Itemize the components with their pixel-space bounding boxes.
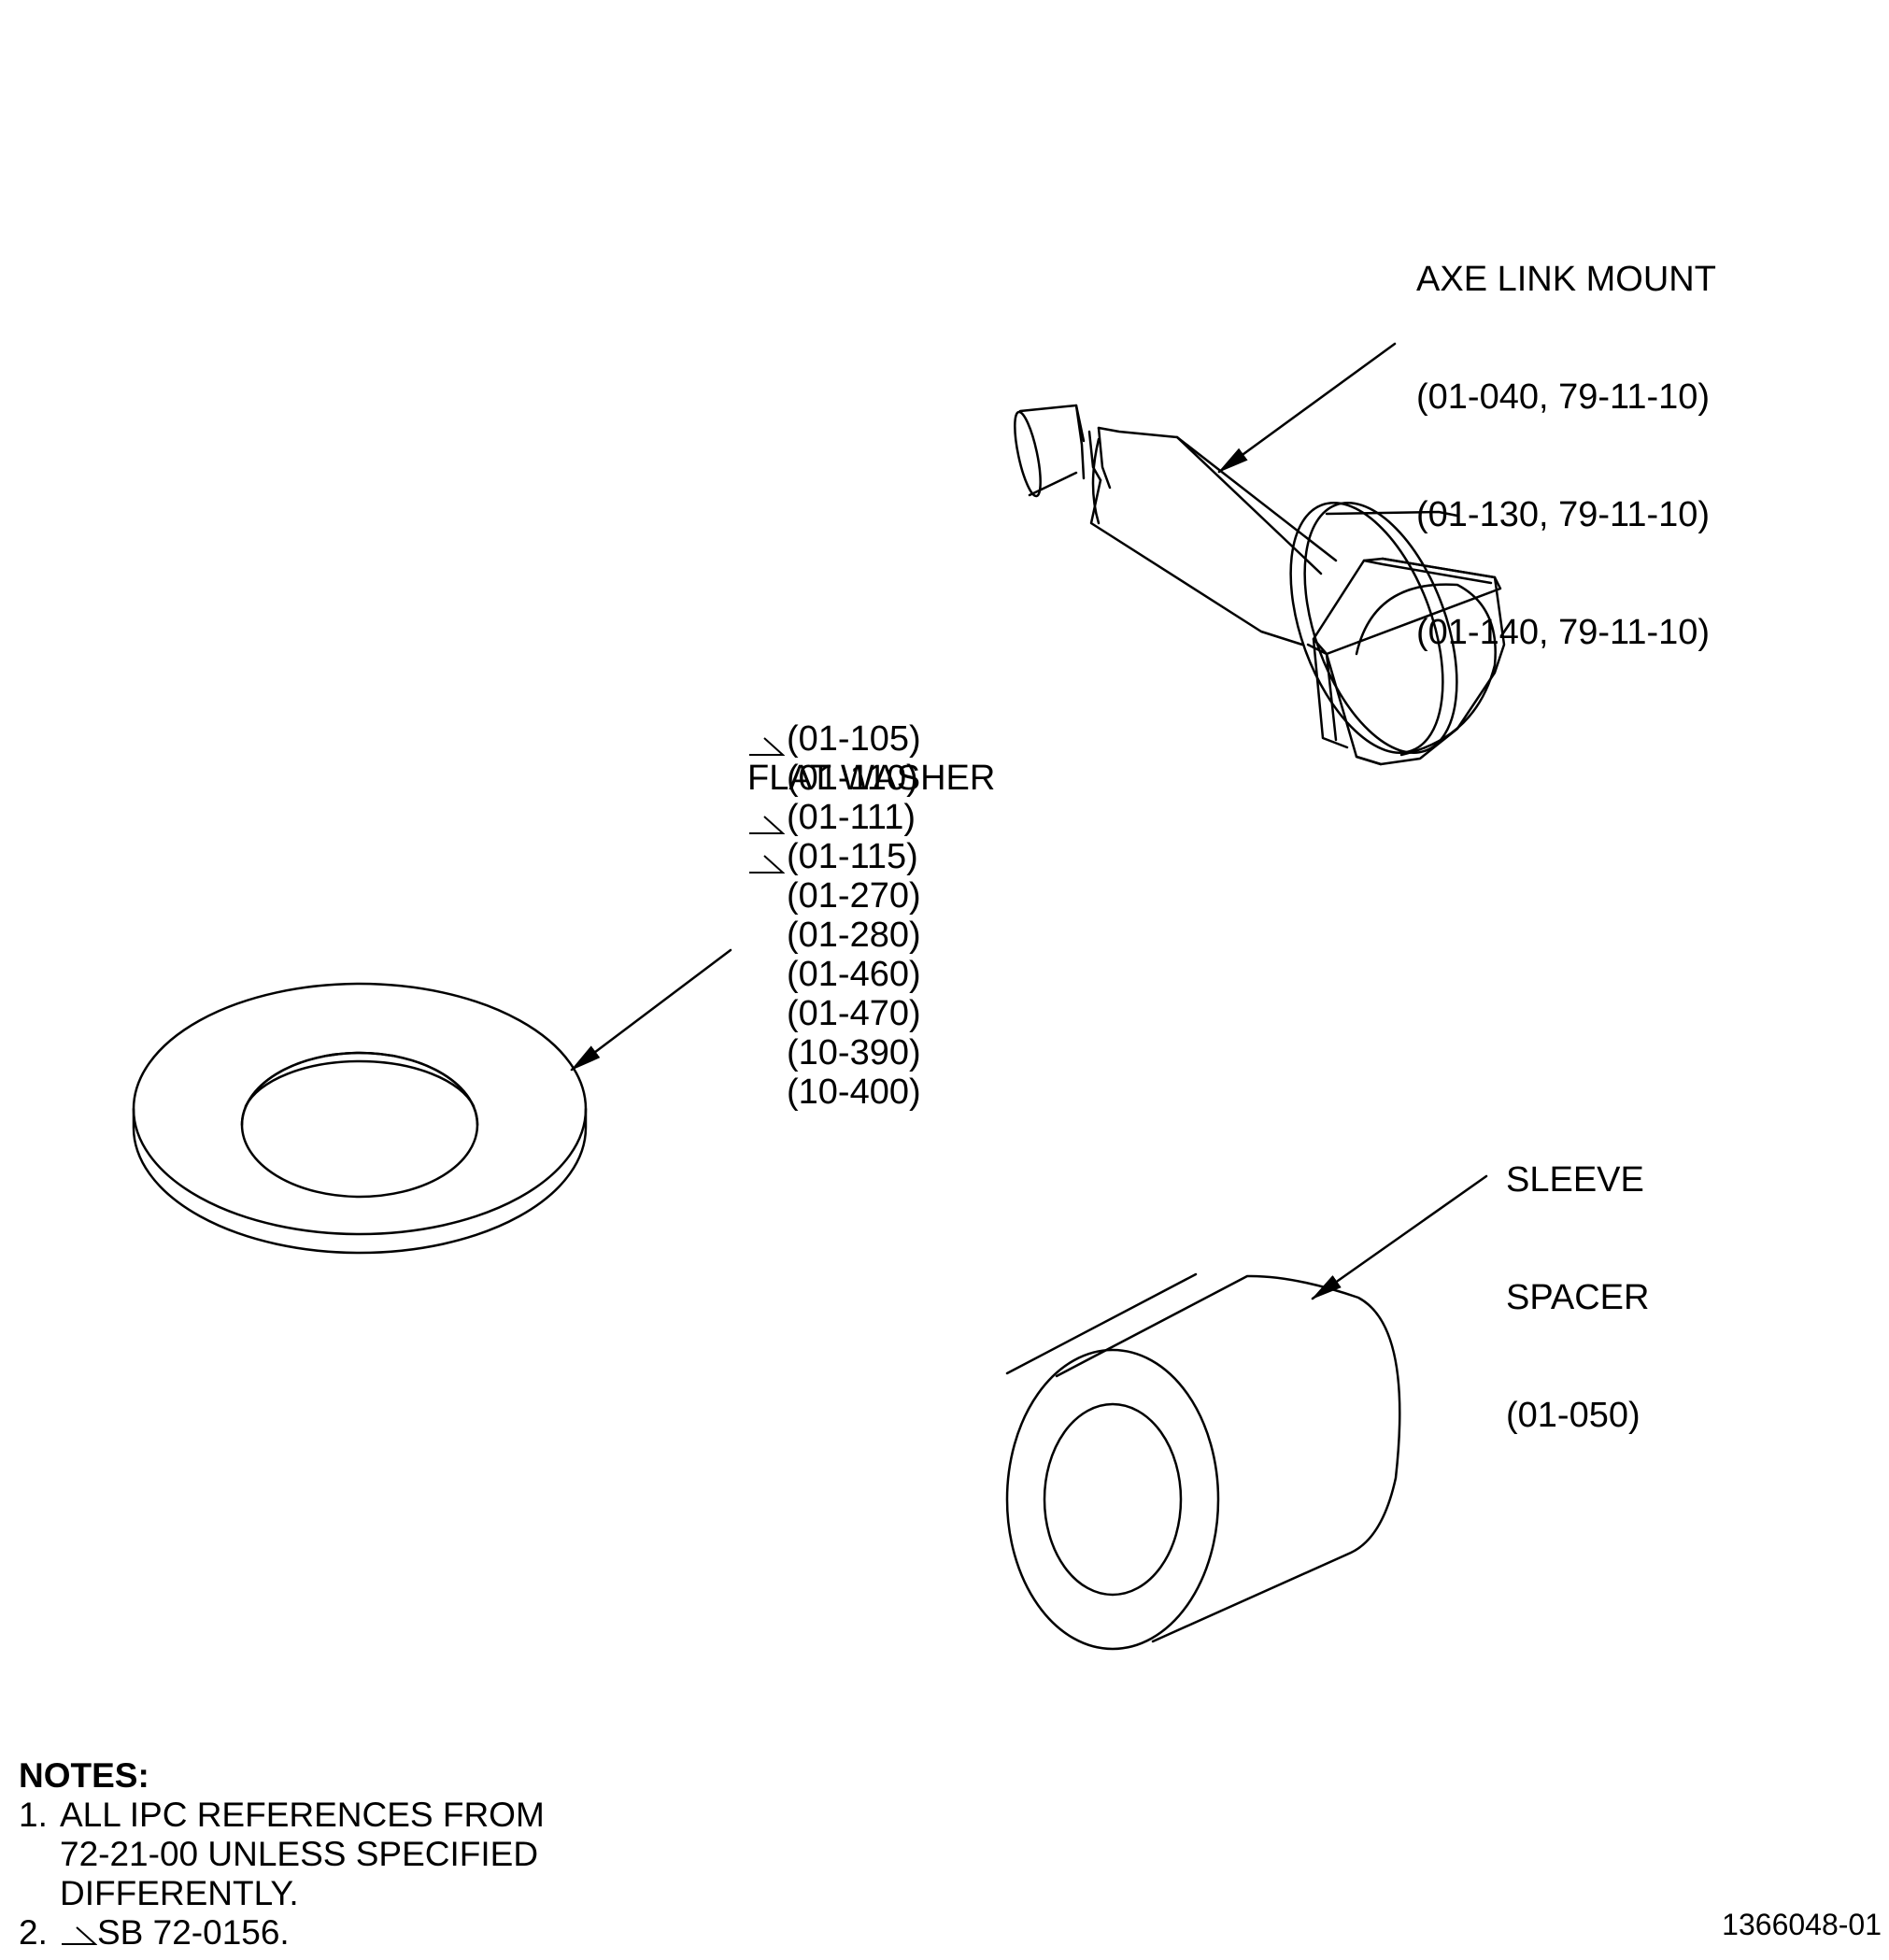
part-ref: (01-040, 79-11-10)	[1416, 377, 1711, 417]
notes-block: NOTES: 1. ALL IPC REFERENCES FROM 72-21-…	[19, 1756, 545, 1953]
flat-washer-refs: (01-105)(01-110)(01-111)(01-115)(01-270)…	[747, 719, 921, 1112]
part-ref-text: (10-400)	[787, 1072, 921, 1112]
part-ref: (01-105)	[747, 719, 921, 759]
revision-flag-icon	[749, 855, 785, 873]
part-ref-text: (01-110)	[787, 759, 918, 798]
note-1: 1. ALL IPC REFERENCES FROM 72-21-00 UNLE…	[19, 1796, 545, 1913]
revision-flag-icon	[62, 1926, 97, 1945]
flat-washer-leader	[570, 948, 732, 1072]
flat-washer-drawing	[132, 982, 588, 1255]
part-name: SPACER	[1506, 1278, 1650, 1317]
part-ref: (01-115)	[747, 837, 921, 876]
part-ref-text: (01-105)	[787, 719, 921, 759]
part-ref-text: (01-270)	[787, 876, 921, 916]
drawing-number: 1366048-01	[1722, 1908, 1882, 1941]
part-name: AXE LINK MOUNT	[1416, 260, 1716, 299]
part-ref: (01-130, 79-11-10)	[1416, 495, 1711, 534]
sleeve-spacer-label: SLEEVE SPACER (01-050)	[1506, 1082, 1649, 1474]
axe-link-mount-drawing	[1014, 404, 1506, 766]
part-name: SLEEVE	[1506, 1160, 1644, 1200]
sleeve-spacer-leader	[1311, 1174, 1488, 1300]
note-number: 1.	[19, 1796, 48, 1834]
part-ref-text: (01-470)	[787, 994, 921, 1033]
note-2: 2. SB 72-0156.	[19, 1913, 545, 1953]
part-ref: (10-400)	[747, 1072, 921, 1112]
part-ref-text: (01-280)	[787, 916, 921, 955]
part-ref: (01-140, 79-11-10)	[1416, 613, 1711, 652]
note-text: ALL IPC REFERENCES FROM 72-21-00 UNLESS …	[60, 1796, 545, 1912]
part-ref: (01-470)	[747, 994, 921, 1033]
revision-flag-icon	[749, 816, 785, 834]
part-ref: (01-050)	[1506, 1396, 1640, 1435]
revision-flag-icon	[749, 737, 785, 756]
sleeve-spacer-drawing	[1005, 1272, 1401, 1651]
flat-washer-label: FLAT WASHER	[747, 680, 995, 837]
part-ref-text: (10-390)	[787, 1033, 921, 1072]
part-ref: (01-270)	[747, 876, 921, 916]
part-ref-text: (01-460)	[787, 955, 921, 994]
part-ref: (01-111)	[747, 798, 921, 837]
part-ref: (10-390)	[747, 1033, 921, 1072]
axe-link-mount-label: AXE LINK MOUNT (01-040, 79-11-10) (01-13…	[1416, 181, 1716, 691]
note-text: SB 72-0156.	[97, 1913, 290, 1952]
note-number: 2.	[19, 1913, 48, 1952]
notes-heading: NOTES:	[19, 1756, 149, 1795]
part-name: FLAT WASHER	[747, 759, 996, 798]
part-ref-text: (01-115)	[787, 837, 918, 876]
axe-link-mount-leader	[1217, 342, 1397, 474]
part-ref: (01-460)	[747, 955, 921, 994]
part-ref: (01-110)	[747, 759, 921, 798]
part-ref: (01-280)	[747, 916, 921, 955]
part-ref-text: (01-111)	[787, 798, 916, 837]
